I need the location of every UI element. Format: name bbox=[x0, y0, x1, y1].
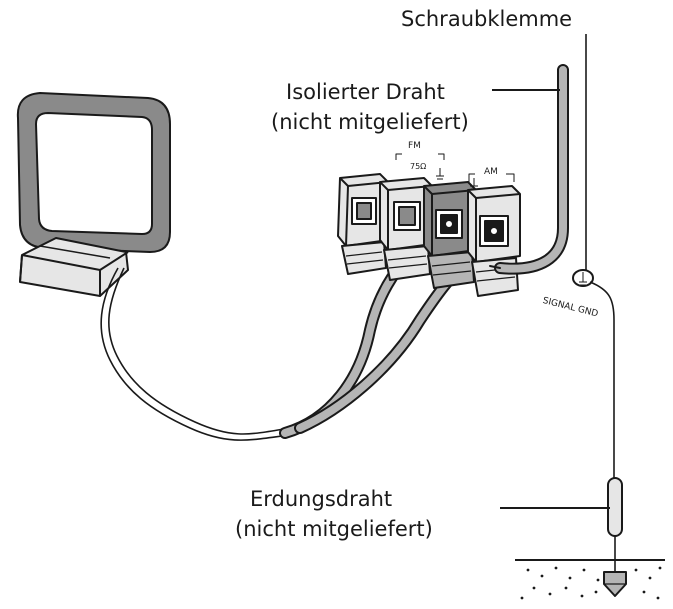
ground-rod bbox=[603, 477, 627, 597]
am-loop-antenna bbox=[16, 92, 171, 297]
twisted-antenna-cable bbox=[100, 267, 291, 441]
fm-terminal-1 bbox=[337, 173, 389, 275]
insulated-wire bbox=[489, 64, 569, 275]
insulated-wire-note: (nicht mitgeliefert) bbox=[271, 110, 469, 134]
am-terminal-label: AM bbox=[484, 167, 498, 177]
insulated-wire-label: Isolierter Draht bbox=[286, 80, 445, 104]
ground-wire-label: Erdungsdraht bbox=[250, 487, 393, 511]
antenna-terminal-block bbox=[337, 153, 521, 297]
signal-gnd-terminal bbox=[572, 34, 615, 480]
fm-terminal-label: FM bbox=[408, 141, 421, 151]
am-terminal-2 bbox=[467, 185, 521, 297]
ground-wire-note: (nicht mitgeliefert) bbox=[235, 517, 433, 541]
ground-surface bbox=[515, 559, 665, 600]
am-terminal-1 bbox=[423, 181, 477, 289]
fm-impedance-label: 75Ω bbox=[410, 162, 427, 171]
screw-clamp-label: Schraubklemme bbox=[401, 7, 573, 31]
